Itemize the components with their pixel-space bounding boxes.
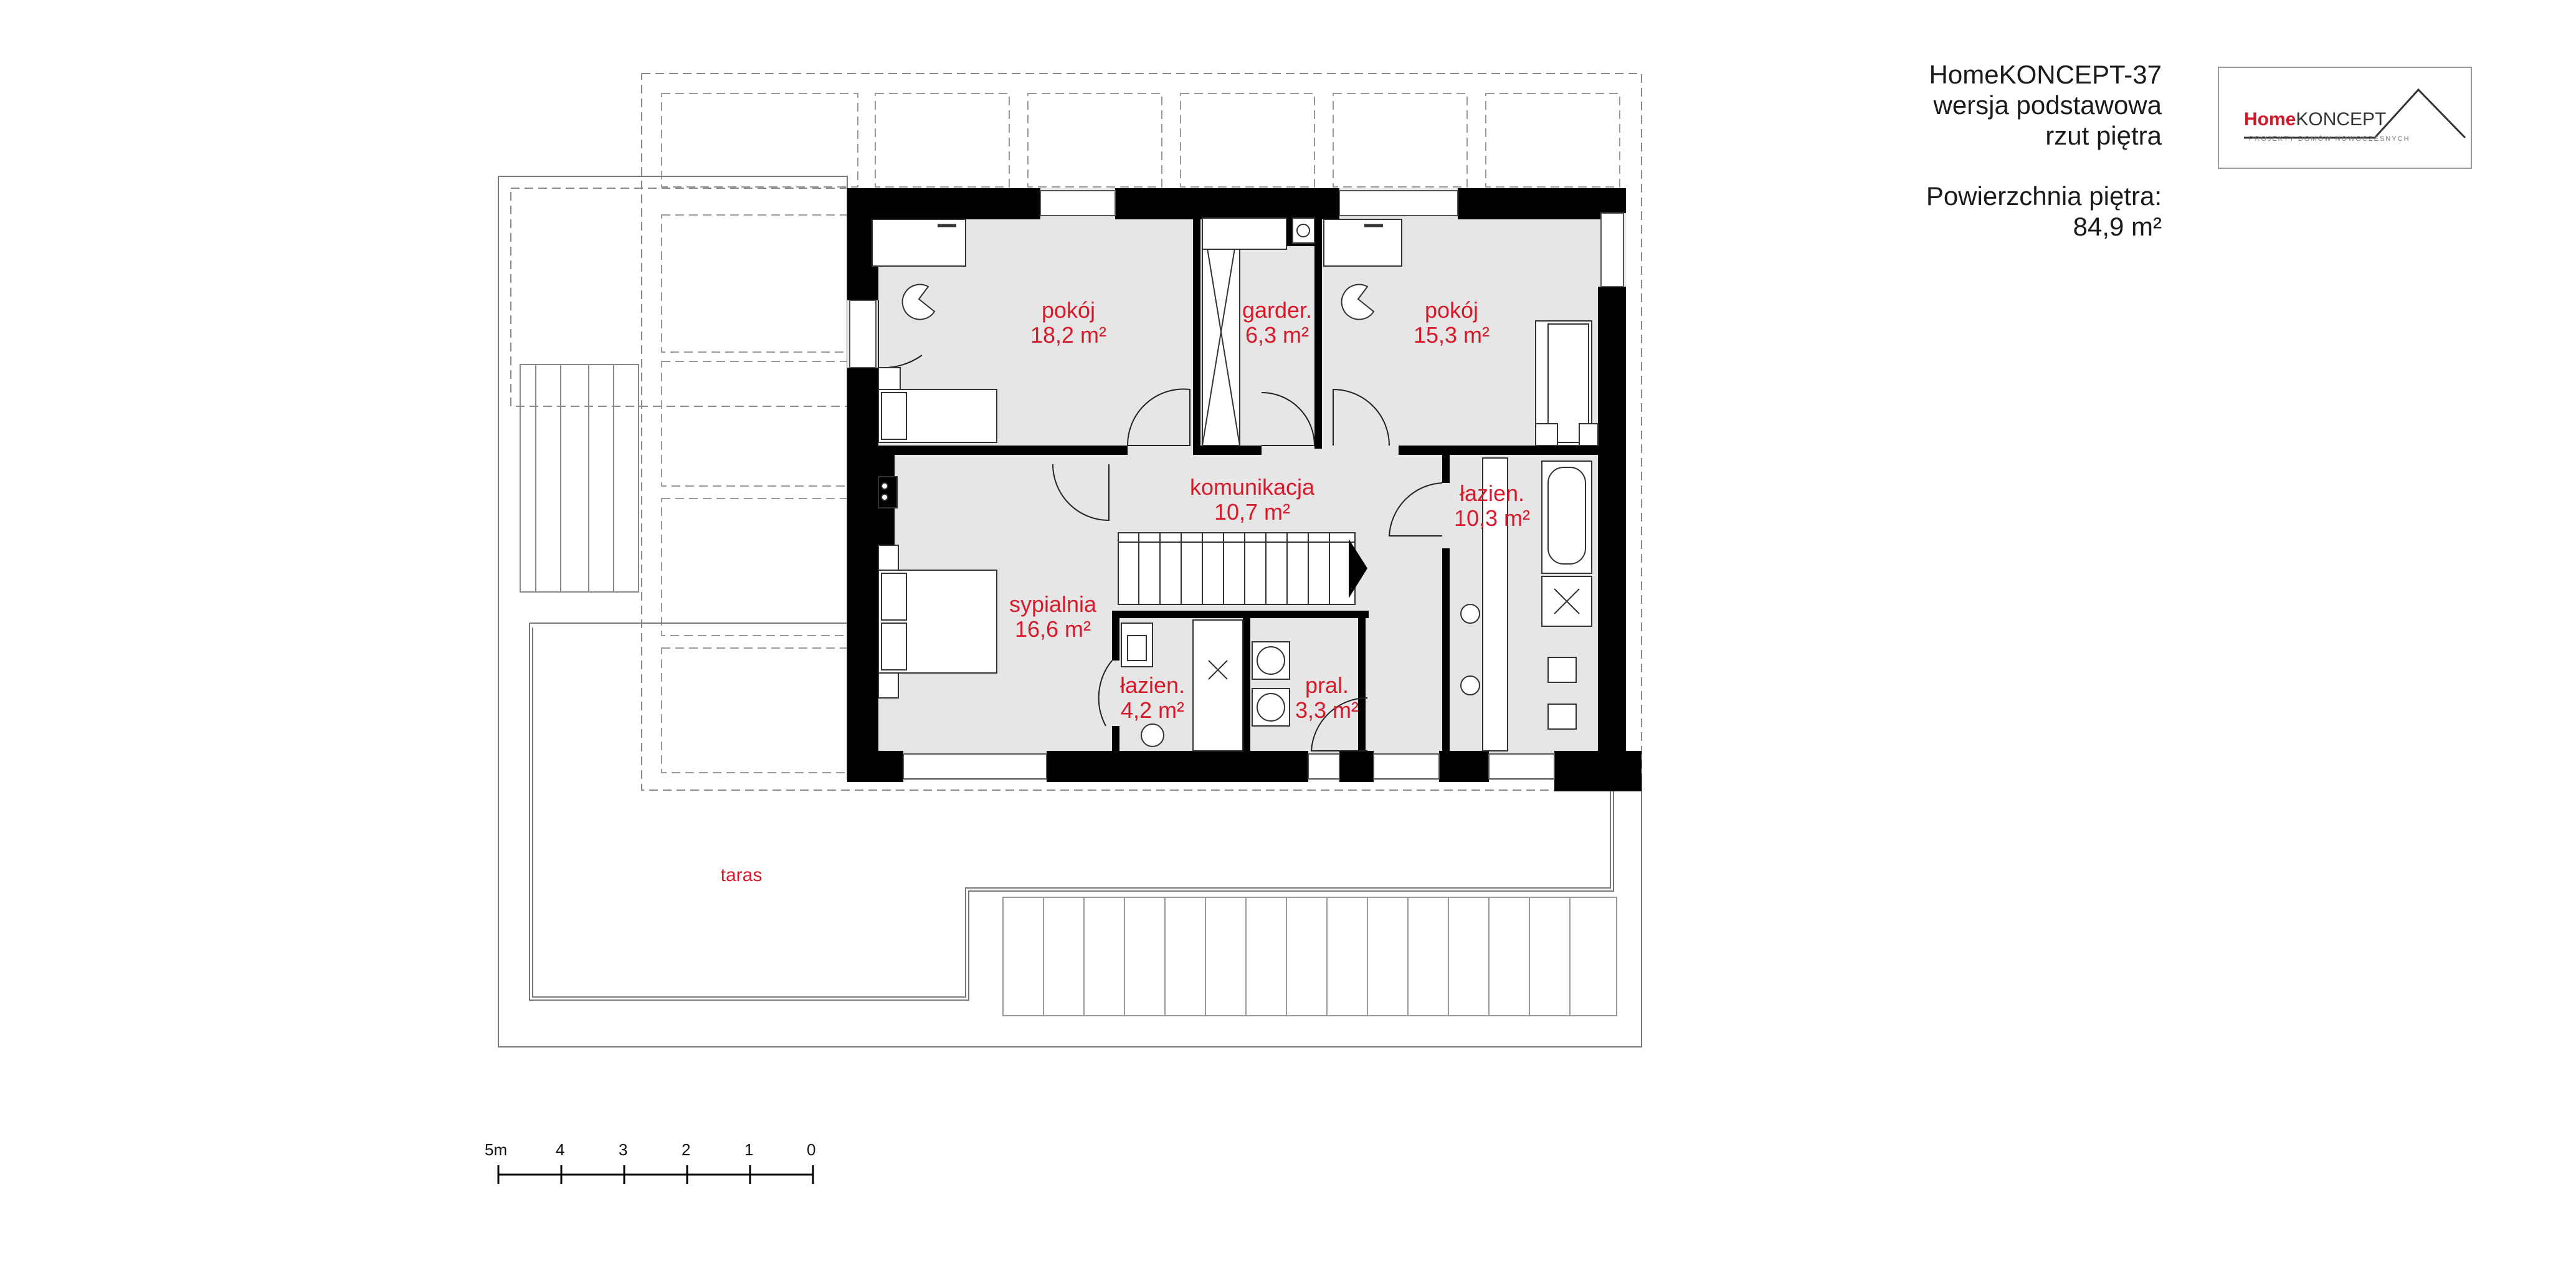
- deck-planks: [1002, 897, 1617, 1016]
- scale-tick-3: 3: [619, 1140, 628, 1159]
- homekoncept-logo: HomeKONCEPT PROJEKTY DOMÓW NOWOCZESNYCH: [2218, 67, 2472, 169]
- logo-brand-home: Home: [2244, 109, 2296, 130]
- room-label-pralnia: pral.3,3 m²: [1295, 672, 1359, 723]
- project-info: HomeKONCEPT-37 wersja podstawowa rzut pi…: [1726, 59, 2162, 151]
- furniture: [872, 219, 1599, 751]
- floor-area-info: Powierzchnia piętra: 84,9 m²: [1726, 181, 2162, 242]
- plan-view: rzut piętra: [2045, 121, 2162, 150]
- balcony-planks: [520, 364, 639, 593]
- wardrobe: [1202, 217, 1315, 446]
- scale-tick-5m: 5m: [485, 1140, 508, 1159]
- project-variant: wersja podstawowa: [1933, 90, 2162, 120]
- scale-tick-0: 0: [807, 1140, 816, 1159]
- area-value: 84,9 m²: [2073, 212, 2162, 241]
- terrace-label: taras: [720, 865, 763, 885]
- project-title: HomeKONCEPT-37: [1929, 60, 2162, 89]
- room-label-garderoba: garder.6,3 m²: [1242, 297, 1313, 348]
- logo-brand-koncept: KONCEPT: [2296, 109, 2387, 130]
- room-label-lazienka-1: łazien.10,3 m²: [1453, 480, 1531, 531]
- logo-wordmark: HomeKONCEPT: [2244, 109, 2386, 130]
- room-label-lazienka-2: łazien.4,2 m²: [1119, 672, 1186, 723]
- exterior-walls: [847, 188, 1642, 791]
- staircase: [1118, 532, 1356, 605]
- logo-tagline: PROJEKTY DOMÓW NOWOCZESNYCH: [2249, 135, 2410, 143]
- area-label: Powierzchnia piętra:: [1926, 181, 2162, 211]
- scale-tick-1: 1: [744, 1140, 754, 1159]
- terrace-outline: [498, 176, 1642, 1047]
- doors: [878, 300, 1443, 751]
- logo-roof-icon: [2244, 88, 2466, 139]
- scale-tick-2: 2: [682, 1140, 691, 1159]
- scale-bar: [497, 1165, 814, 1184]
- windows: [849, 190, 1624, 780]
- stair-arrow: [1349, 539, 1367, 598]
- scale-tick-4: 4: [556, 1140, 565, 1159]
